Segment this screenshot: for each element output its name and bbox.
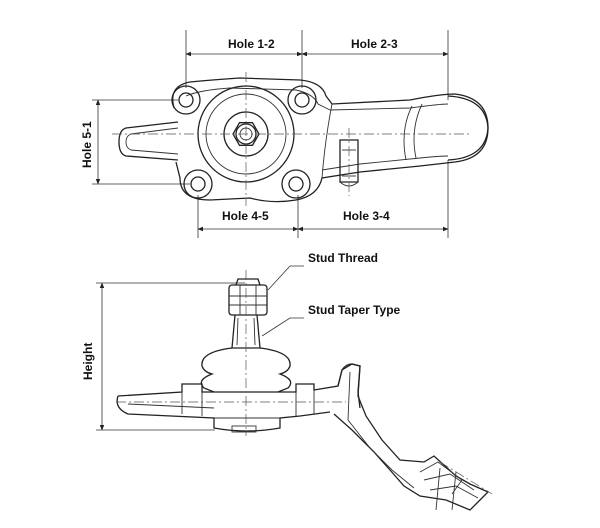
- bolt-hole-1: [171, 85, 201, 115]
- hole-5-1-dimension: Hole 5-1: [80, 99, 101, 185]
- hole-3-4-label: Hole 3-4: [343, 209, 390, 223]
- ball-joint-housing: [116, 363, 361, 433]
- top-view: Hole 1-2 Hole 2-3 Hole 4-5 Hole 3-4 Hole…: [80, 30, 489, 238]
- stud-thread-callout: Stud Thread: [267, 251, 378, 291]
- stud-nut: [228, 278, 268, 316]
- hole-5-1-label: Hole 5-1: [80, 121, 94, 168]
- height-label: Height: [81, 343, 95, 380]
- bolt-hole-5: [183, 169, 213, 199]
- bolt-hole-4: [281, 169, 311, 199]
- hole-2-3-dimension: Hole 2-3: [301, 37, 449, 57]
- bolt-hole-2: [287, 85, 317, 115]
- hole-4-5-dimension: Hole 4-5: [197, 209, 299, 232]
- hole-2-3-label: Hole 2-3: [351, 37, 398, 51]
- mounting-arm: [333, 363, 490, 511]
- hole-3-4-dimension: Hole 3-4: [297, 209, 449, 232]
- stud-thread-label: Stud Thread: [308, 251, 378, 265]
- stud-taper-callout: Stud Taper Type: [261, 303, 401, 337]
- stud-taper-type-label: Stud Taper Type: [308, 303, 401, 317]
- hole-1-2-dimension: Hole 1-2: [185, 37, 303, 57]
- hole-1-2-label: Hole 1-2: [228, 37, 275, 51]
- hole-4-5-label: Hole 4-5: [222, 209, 269, 223]
- height-dimension: Height: [81, 282, 105, 431]
- side-view: Height: [81, 251, 493, 511]
